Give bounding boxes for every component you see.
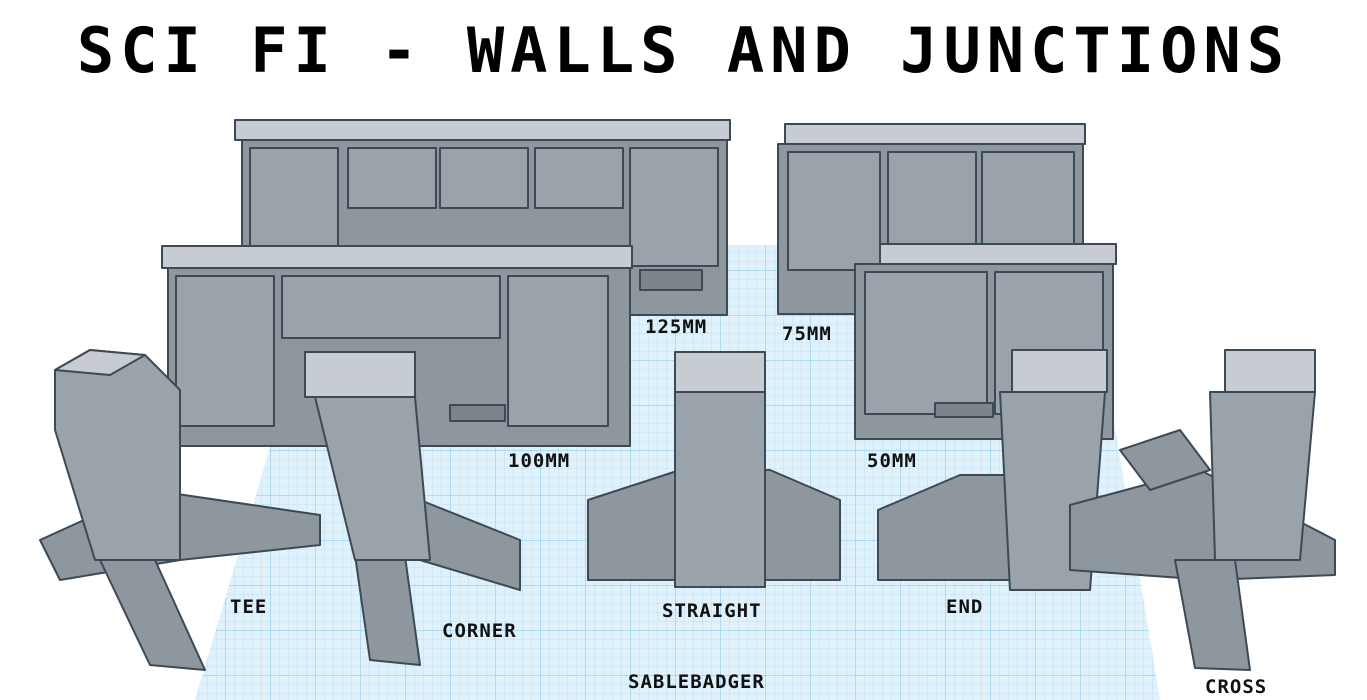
label-100mm: 100MM	[508, 450, 571, 472]
label-author: SABLEBADGER	[628, 671, 765, 693]
label-50mm: 50MM	[867, 450, 917, 472]
label-tee: TEE	[230, 596, 268, 618]
label-125mm: 125MM	[645, 316, 708, 338]
tee-junction-model	[39, 349, 321, 671]
cross-junction-model	[1069, 349, 1336, 671]
label-cross: CROSS	[1205, 676, 1268, 698]
label-75mm: 75MM	[782, 323, 832, 345]
straight-junction-model	[587, 351, 841, 588]
label-end: END	[946, 596, 984, 618]
corner-junction-model	[304, 351, 521, 666]
page-title: SCI FI - WALLS AND JUNCTIONS	[76, 14, 1291, 87]
label-corner: CORNER	[442, 620, 517, 642]
label-straight: STRAIGHT	[662, 600, 762, 622]
